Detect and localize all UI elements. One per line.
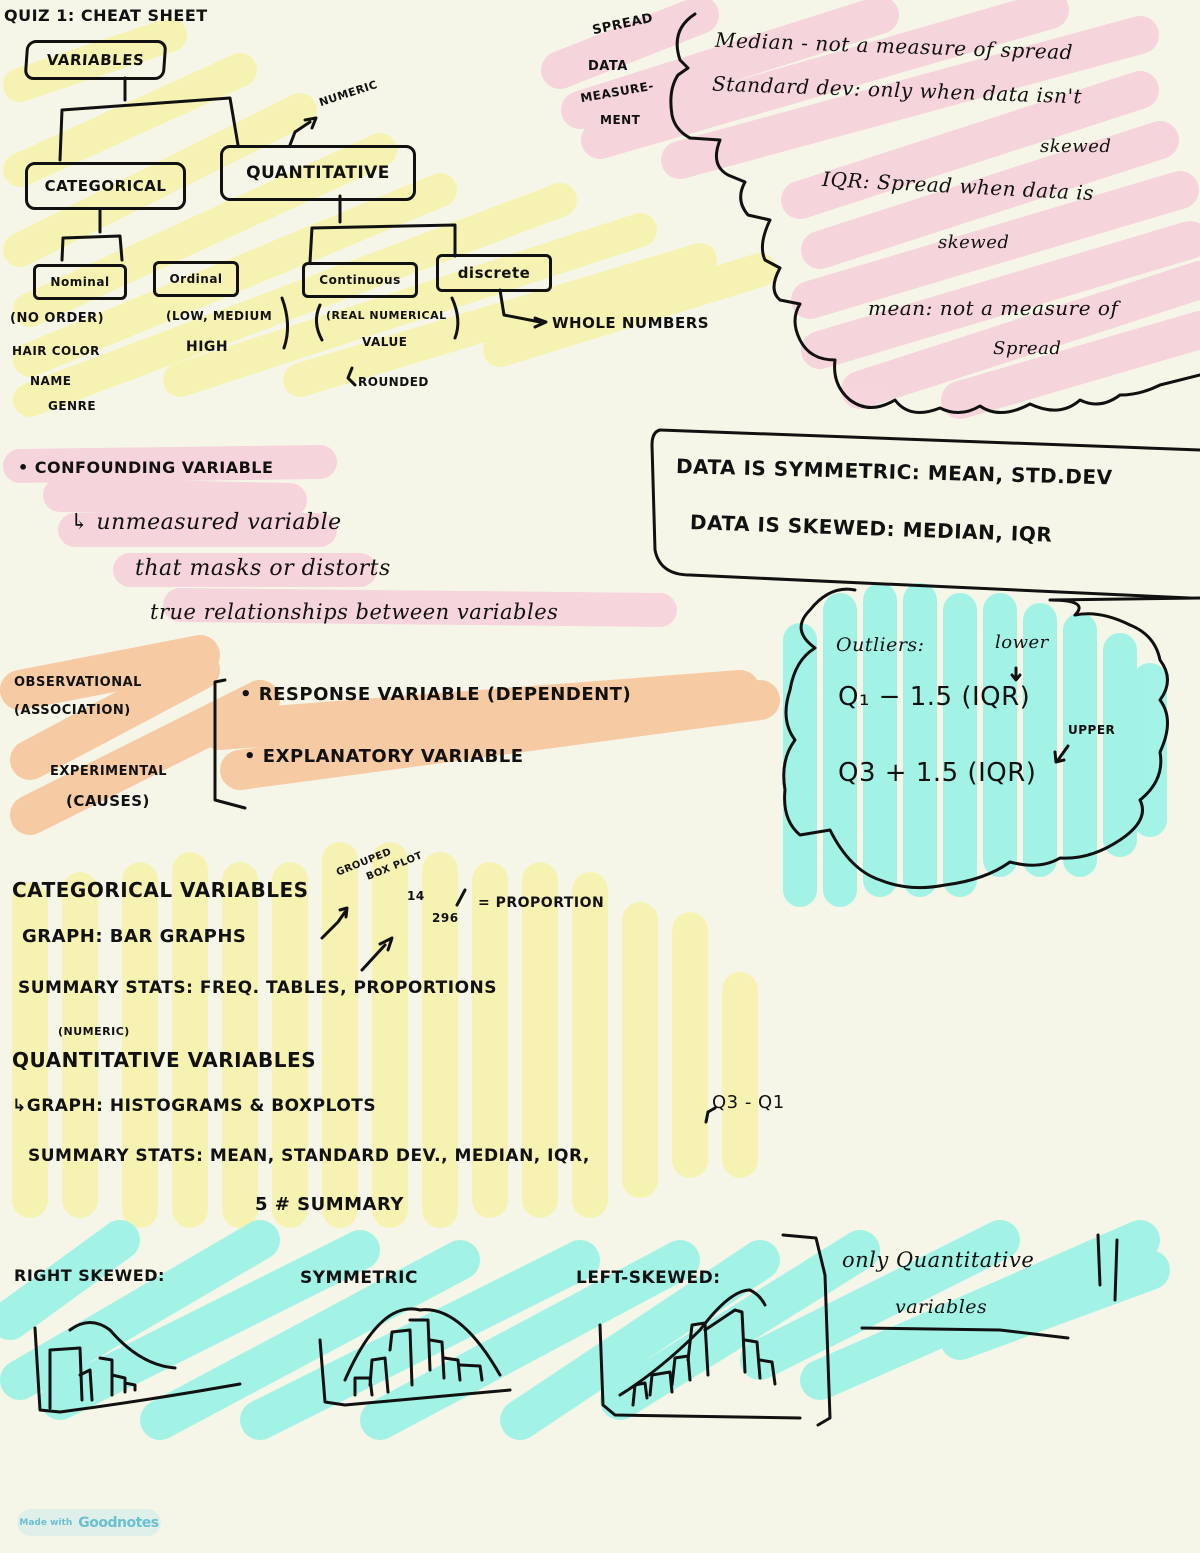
continuous-node-label: Continuous: [319, 273, 401, 287]
spread-line-mean: mean: not a measure of: [868, 296, 1119, 320]
fraction-denominator: 296: [432, 911, 459, 925]
response-variable: • RESPONSE VARIABLE (DEPENDENT): [240, 684, 632, 705]
experimental-sublabel: (CAUSES): [66, 792, 150, 810]
discrete-node: discrete: [436, 254, 552, 292]
categorical-node: CATEGORICAL: [25, 162, 186, 210]
observational-label: OBSERVATIONAL: [14, 675, 142, 690]
goodnotes-logo: Goodnotes: [78, 1514, 159, 1531]
explanatory-variable: • EXPLANATORY VARIABLE: [244, 746, 524, 767]
nominal-node-label: Nominal: [50, 275, 110, 289]
symmetric-label: SYMMETRIC: [300, 1268, 418, 1288]
ordinal-note-2: HIGH: [186, 339, 229, 355]
spread-line-median: Median - not a measure of spread: [714, 27, 1074, 65]
nominal-example-2: NAME: [30, 374, 72, 388]
quantitative-numeric-annotation: (NUMERIC): [58, 1025, 130, 1038]
outliers-upper-formula: Q3 + 1.5 (IQR): [838, 758, 1037, 788]
nominal-example-1: HAIR COLOR: [12, 344, 100, 358]
spread-line-mean-2: Spread: [993, 338, 1062, 359]
proportion-label: = PROPORTION: [478, 895, 605, 911]
numeric-annotation: NUMERIC: [317, 77, 380, 110]
quantitative-summary: SUMMARY STATS: MEAN, STANDARD DEV., MEDI…: [28, 1146, 590, 1166]
quantitative-section-heading: QUANTITATIVE VARIABLES: [12, 1048, 317, 1072]
continuous-node: Continuous: [302, 262, 418, 298]
quantitative-node-label: QUANTITATIVE: [246, 162, 390, 183]
categorical-node-label: CATEGORICAL: [44, 176, 167, 195]
categorical-graph: GRAPH: BAR GRAPHS: [22, 926, 247, 947]
spread-side-label-4: MENT: [600, 113, 641, 127]
only-quantitative-note-2: variables: [895, 1296, 988, 1318]
quantitative-summary-2: 5 # SUMMARY: [255, 1194, 404, 1215]
categorical-summary: SUMMARY STATS: FREQ. TABLES, PROPORTIONS: [18, 978, 498, 998]
spread-line-iqr: IQR: Spread when data is: [821, 166, 1095, 206]
made-with-label: Made with: [19, 1517, 73, 1528]
confounding-line-3: true relationships between variables: [150, 600, 559, 624]
ordinal-node-label: Ordinal: [169, 272, 223, 286]
fraction-numerator: 14: [407, 889, 425, 903]
outliers-upper-label: UPPER: [1068, 723, 1116, 737]
confounding-line-1: ↳ unmeasured variable: [70, 510, 342, 535]
experimental-label: EXPERIMENTAL: [50, 764, 168, 779]
outliers-lower-formula: Q₁ − 1.5 (IQR): [838, 682, 1031, 712]
continuous-note: (REAL NUMERICAL: [326, 309, 447, 322]
continuous-note-2: VALUE: [362, 335, 408, 349]
symmetric-rule: DATA IS SYMMETRIC: MEAN, std.dev: [675, 454, 1113, 490]
observational-sublabel: (ASSOCIATION): [14, 703, 131, 718]
quantitative-graph: ↳GRAPH: HISTOGRAMS & BOXPLOTS: [12, 1096, 377, 1116]
categorical-section-heading: CATEGORICAL VARIABLES: [12, 878, 309, 902]
goodnotes-badge: Made with Goodnotes: [17, 1509, 161, 1536]
spread-line-stddev: Standard dev: only when data isn't: [711, 71, 1083, 109]
continuous-note-3: ROUNDED: [358, 375, 429, 389]
discrete-node-label: discrete: [457, 263, 531, 282]
ordinal-note: (LOW, MEDIUM: [166, 309, 273, 323]
nominal-node: Nominal: [33, 264, 127, 300]
quantitative-node: QUANTITATIVE: [220, 145, 416, 201]
spread-side-label-2: DATA: [588, 59, 628, 74]
outliers-lower-label: lower: [995, 632, 1049, 653]
confounding-line-2: that masks or distorts: [135, 556, 391, 581]
numeric-arrow: [288, 120, 312, 147]
only-quantitative-note: only Quantitative: [842, 1248, 1035, 1272]
outliers-heading: Outliers:: [836, 634, 925, 656]
spread-side-label-1: SPREAD: [591, 10, 655, 39]
nominal-note: (NO ORDER): [10, 311, 105, 326]
page-title: QUIZ 1: CHEAT SHEET: [4, 6, 208, 25]
left-skewed-label: LEFT-SKEWED:: [576, 1268, 721, 1288]
ordinal-node: Ordinal: [153, 261, 239, 297]
discrete-note: WHOLE NUMBERS: [552, 314, 710, 332]
confounding-heading: • CONFOUNDING VARIABLE: [18, 458, 274, 477]
variables-node-label: VARIABLES: [46, 50, 145, 69]
spread-line-stddev-2: skewed: [1040, 136, 1112, 157]
iqr-note: Q3 - Q1: [712, 1092, 785, 1113]
variables-node: VARIABLES: [23, 40, 168, 80]
nominal-example-3: GENRE: [48, 399, 97, 413]
right-skewed-label: RIGHT SKEWED:: [14, 1266, 165, 1285]
skewed-rule: DATA IS SKEWED: MEDIAN, IQR: [689, 510, 1053, 547]
spread-line-iqr-2: skewed: [938, 232, 1010, 253]
spread-side-label-3: MEASURE-: [579, 78, 655, 106]
